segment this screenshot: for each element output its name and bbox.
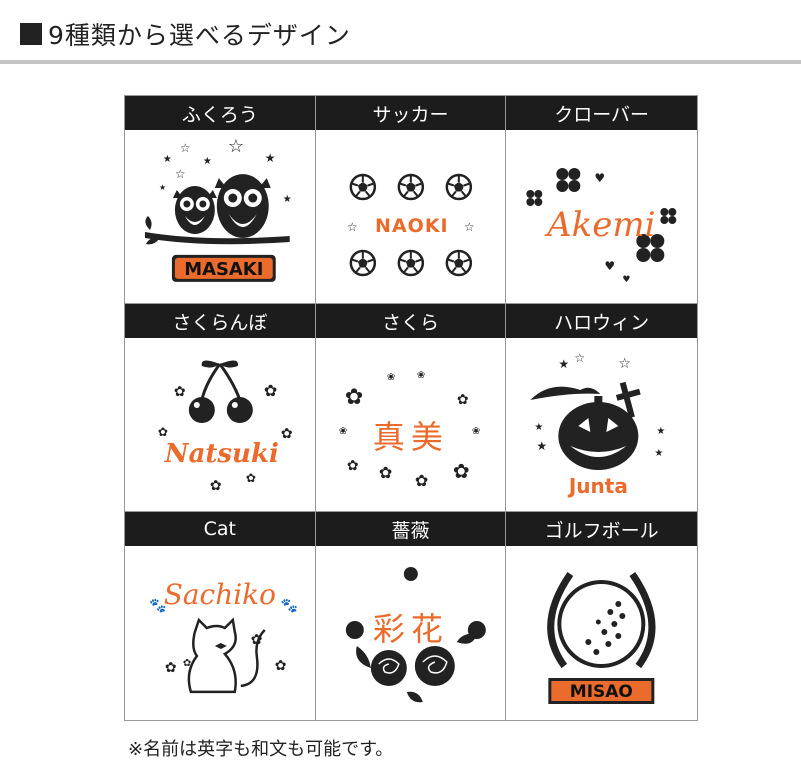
svg-text:☆: ☆ [575, 351, 586, 365]
design-label: クローバー [506, 96, 697, 130]
design-label: さくらんぼ [125, 304, 315, 338]
design-name: 彩花 [372, 610, 448, 648]
design-name: 真美 [372, 418, 448, 456]
svg-text:★: ★ [655, 448, 664, 459]
design-card-owl[interactable]: ふくろう ★☆ ★☆ ★★ ★☆ M [125, 96, 316, 304]
page-heading: 9種類から選べるデザイン [20, 16, 351, 52]
svg-text:♥: ♥ [623, 275, 631, 285]
svg-text:✿: ✿ [281, 426, 293, 442]
svg-text:★: ★ [657, 426, 666, 437]
svg-text:✿: ✿ [251, 632, 263, 648]
svg-text:✿: ✿ [452, 459, 469, 483]
cat-icon: 🐾 🐾 ✿ ✿ ✿ ✿ Sachiko [149, 578, 298, 694]
design-card-cherry[interactable]: さくらんぼ ✿ ✿ ✿ ✿ ✿ ✿ Natsuki [125, 304, 316, 512]
svg-text:✿: ✿ [346, 458, 358, 474]
design-name: MISAO [570, 682, 633, 702]
svg-text:🐾: 🐾 [281, 598, 298, 614]
svg-text:✿: ✿ [174, 384, 186, 400]
design-card-halloween[interactable]: ハロウィン ★ ☆ ☆ ★ ★ ★ ★ Junta [506, 304, 697, 512]
heading-square-icon [20, 23, 42, 45]
sakura-icon: ✿ ✿ ❀ ❀ ❀ ❀ ✿ ✿ ✿ ✿ 真美 [338, 370, 479, 490]
design-name: Akemi [544, 205, 655, 245]
design-card-soccer[interactable]: サッカー ☆ ☆ NAOKI [315, 96, 507, 304]
design-label: 薔薇 [315, 512, 506, 546]
design-card-golf[interactable]: ゴルフボール MISAO [506, 512, 697, 720]
owl-icon: ★☆ ★☆ ★★ ★☆ MASAKI [144, 136, 292, 282]
design-card-cat[interactable]: Cat 🐾 🐾 ✿ ✿ ✿ ✿ Sachiko [125, 512, 316, 720]
svg-text:★: ★ [537, 439, 548, 453]
cherry-icon: ✿ ✿ ✿ ✿ ✿ ✿ Natsuki [158, 360, 293, 494]
design-label: ふくろう [125, 96, 315, 130]
design-label: サッカー [315, 96, 506, 130]
design-card-sakura[interactable]: さくら ✿ ✿ ❀ ❀ ❀ ❀ ✿ ✿ ✿ ✿ 真美 [315, 304, 507, 512]
design-name: Sachiko [164, 578, 276, 611]
design-card-clover[interactable]: クローバー ♥ ♥ ♥ Akemi [506, 96, 697, 304]
design-name: MASAKI [184, 259, 263, 280]
svg-text:★: ★ [203, 156, 212, 167]
footnote: ※名前は英字も和文も可能です。 [128, 739, 394, 760]
design-name: NAOKI [375, 215, 449, 237]
svg-text:★: ★ [283, 194, 292, 205]
design-name: Junta [567, 474, 628, 498]
svg-text:♥: ♥ [595, 171, 606, 185]
pumpkin-icon: ★ ☆ ☆ ★ ★ ★ ★ Junta [530, 351, 666, 498]
heading-divider [0, 60, 801, 64]
svg-text:✿: ✿ [165, 660, 177, 676]
svg-text:❀: ❀ [416, 370, 424, 381]
svg-text:✿: ✿ [378, 463, 391, 482]
svg-text:♥: ♥ [605, 259, 616, 273]
soccer-ball-icon: ☆ ☆ NAOKI [346, 173, 474, 277]
svg-text:★: ★ [559, 357, 570, 371]
rose-icon: 彩花 [345, 567, 486, 703]
svg-text:✿: ✿ [456, 392, 468, 408]
design-label: Cat [125, 512, 315, 546]
svg-text:✿: ✿ [210, 478, 222, 494]
svg-text:★: ★ [159, 183, 166, 192]
svg-text:★: ★ [163, 154, 172, 165]
design-card-rose[interactable]: 薔薇 彩花 [315, 512, 507, 720]
svg-text:☆: ☆ [346, 220, 357, 234]
svg-text:★: ★ [265, 151, 276, 165]
svg-text:☆: ☆ [180, 141, 191, 155]
svg-text:☆: ☆ [619, 356, 632, 372]
svg-text:✿: ✿ [158, 425, 168, 439]
svg-text:✿: ✿ [344, 385, 362, 410]
svg-text:☆: ☆ [175, 167, 186, 181]
design-label: ハロウィン [506, 304, 697, 338]
page-title: 9種類から選べるデザイン [48, 21, 351, 50]
design-label: ゴルフボール [506, 512, 697, 546]
svg-text:❀: ❀ [471, 426, 479, 437]
svg-text:❀: ❀ [338, 426, 346, 437]
svg-text:★: ★ [535, 422, 544, 433]
svg-text:✿: ✿ [414, 471, 427, 490]
svg-text:✿: ✿ [183, 658, 191, 669]
svg-text:☆: ☆ [463, 220, 474, 234]
design-label: さくら [315, 304, 506, 338]
svg-text:❀: ❀ [386, 372, 394, 383]
golf-ball-icon: MISAO [547, 572, 656, 704]
design-grid: ふくろう ★☆ ★☆ ★★ ★☆ M [124, 95, 698, 721]
svg-text:🐾: 🐾 [149, 598, 166, 614]
design-name: Natsuki [164, 439, 279, 469]
svg-text:✿: ✿ [264, 381, 277, 400]
clover-icon: ♥ ♥ ♥ Akemi [526, 168, 677, 285]
svg-text:✿: ✿ [246, 471, 256, 485]
svg-text:✿: ✿ [275, 658, 287, 674]
svg-text:☆: ☆ [228, 136, 244, 157]
